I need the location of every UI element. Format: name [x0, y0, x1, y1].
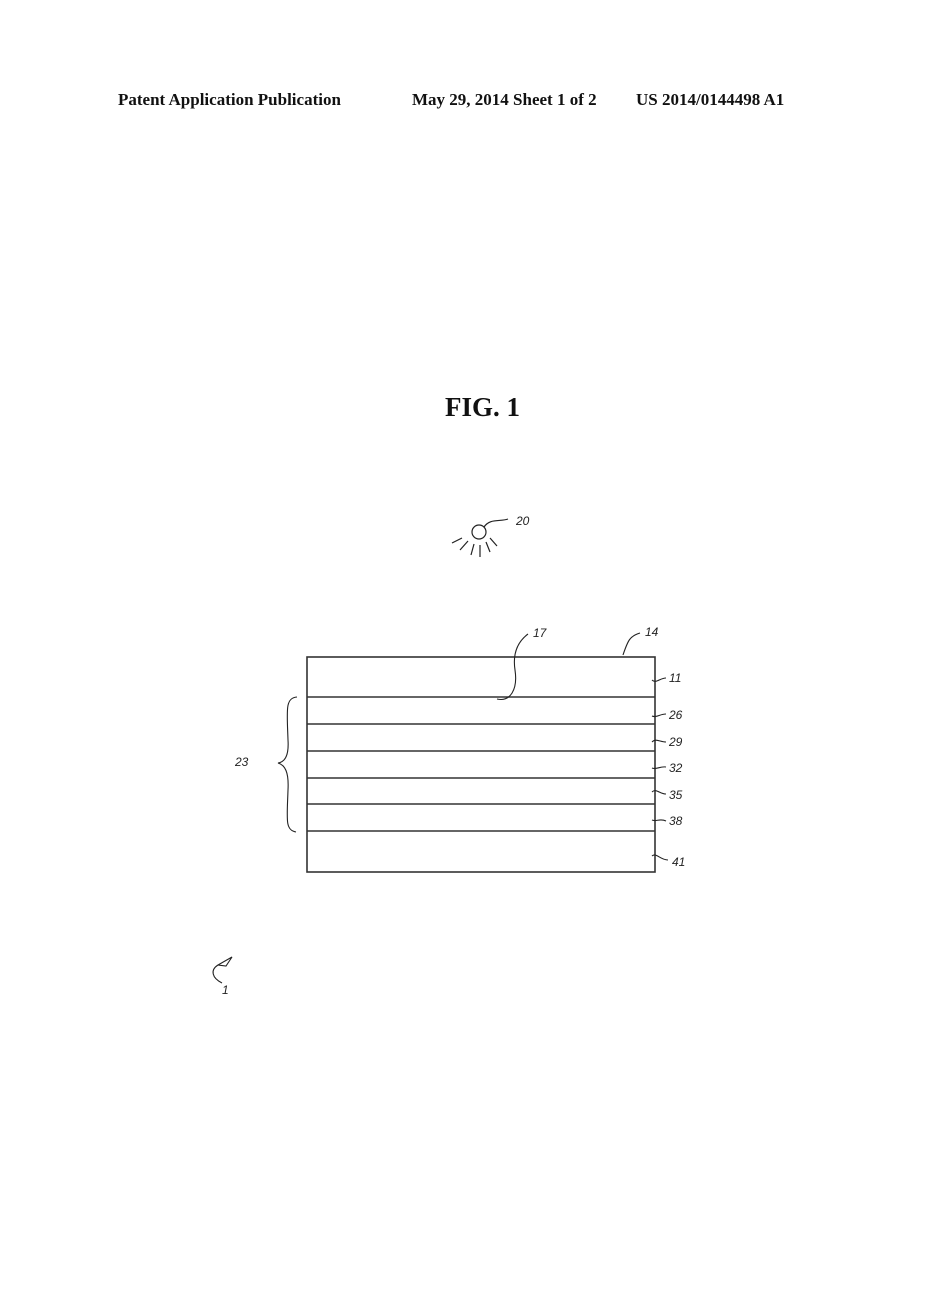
device-label: 1 — [222, 983, 229, 997]
publication-number: US 2014/0144498 A1 — [636, 90, 785, 109]
light-source-label: 20 — [515, 514, 530, 528]
layer-label: 32 — [669, 761, 683, 775]
publication-date-sheet: May 29, 2014 Sheet 1 of 2 — [412, 90, 597, 109]
layer-label: 38 — [669, 814, 683, 828]
stack-brace — [277, 696, 298, 833]
light-source-icon — [451, 518, 509, 557]
layer-stack — [306, 656, 656, 873]
layer-label: 11 — [669, 671, 681, 685]
device-arrow-icon — [212, 956, 233, 984]
publication-type: Patent Application Publication — [118, 90, 341, 109]
layer-label: 35 — [669, 788, 683, 802]
surface-label: 14 — [645, 625, 659, 639]
layer-label: 41 — [672, 855, 685, 869]
leader-lines — [212, 632, 669, 984]
stack-label: 23 — [234, 755, 249, 769]
figure-title: FIG. 1 — [444, 392, 520, 422]
layer-label: 26 — [668, 708, 683, 722]
interface-label: 17 — [533, 626, 548, 640]
layer-label: 29 — [668, 735, 683, 749]
